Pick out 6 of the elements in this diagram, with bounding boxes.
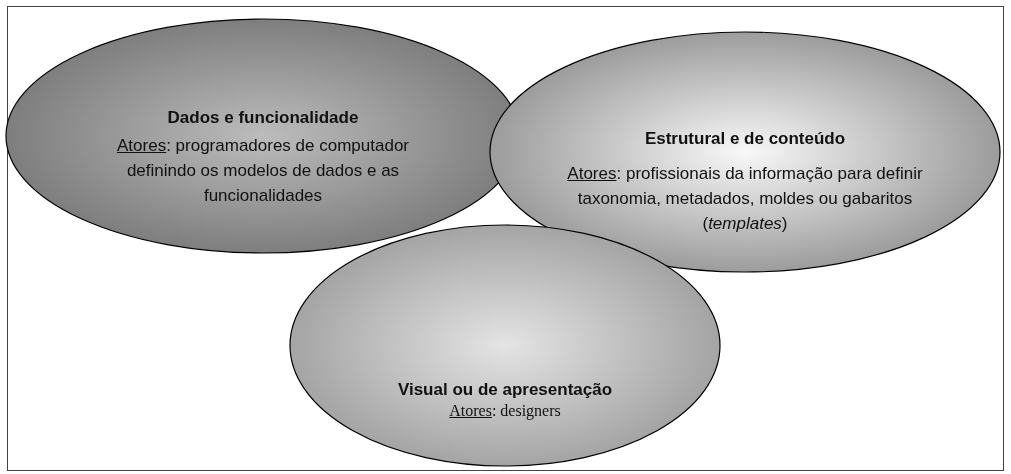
heading: Visual ou de apresentação [396, 380, 614, 400]
description: Atores: designers [448, 401, 562, 421]
heading: Dados e funcionalidade [166, 108, 360, 128]
description: Atores: profissionais da informação para definir taxonomia, metadados, moldes ou gabaritos (templates) [566, 163, 924, 235]
description: Atores: programadores de computador definindo os modelos de dados e as funcionalidades [116, 135, 410, 207]
heading: Estrutural e de conteúdo [643, 129, 847, 149]
